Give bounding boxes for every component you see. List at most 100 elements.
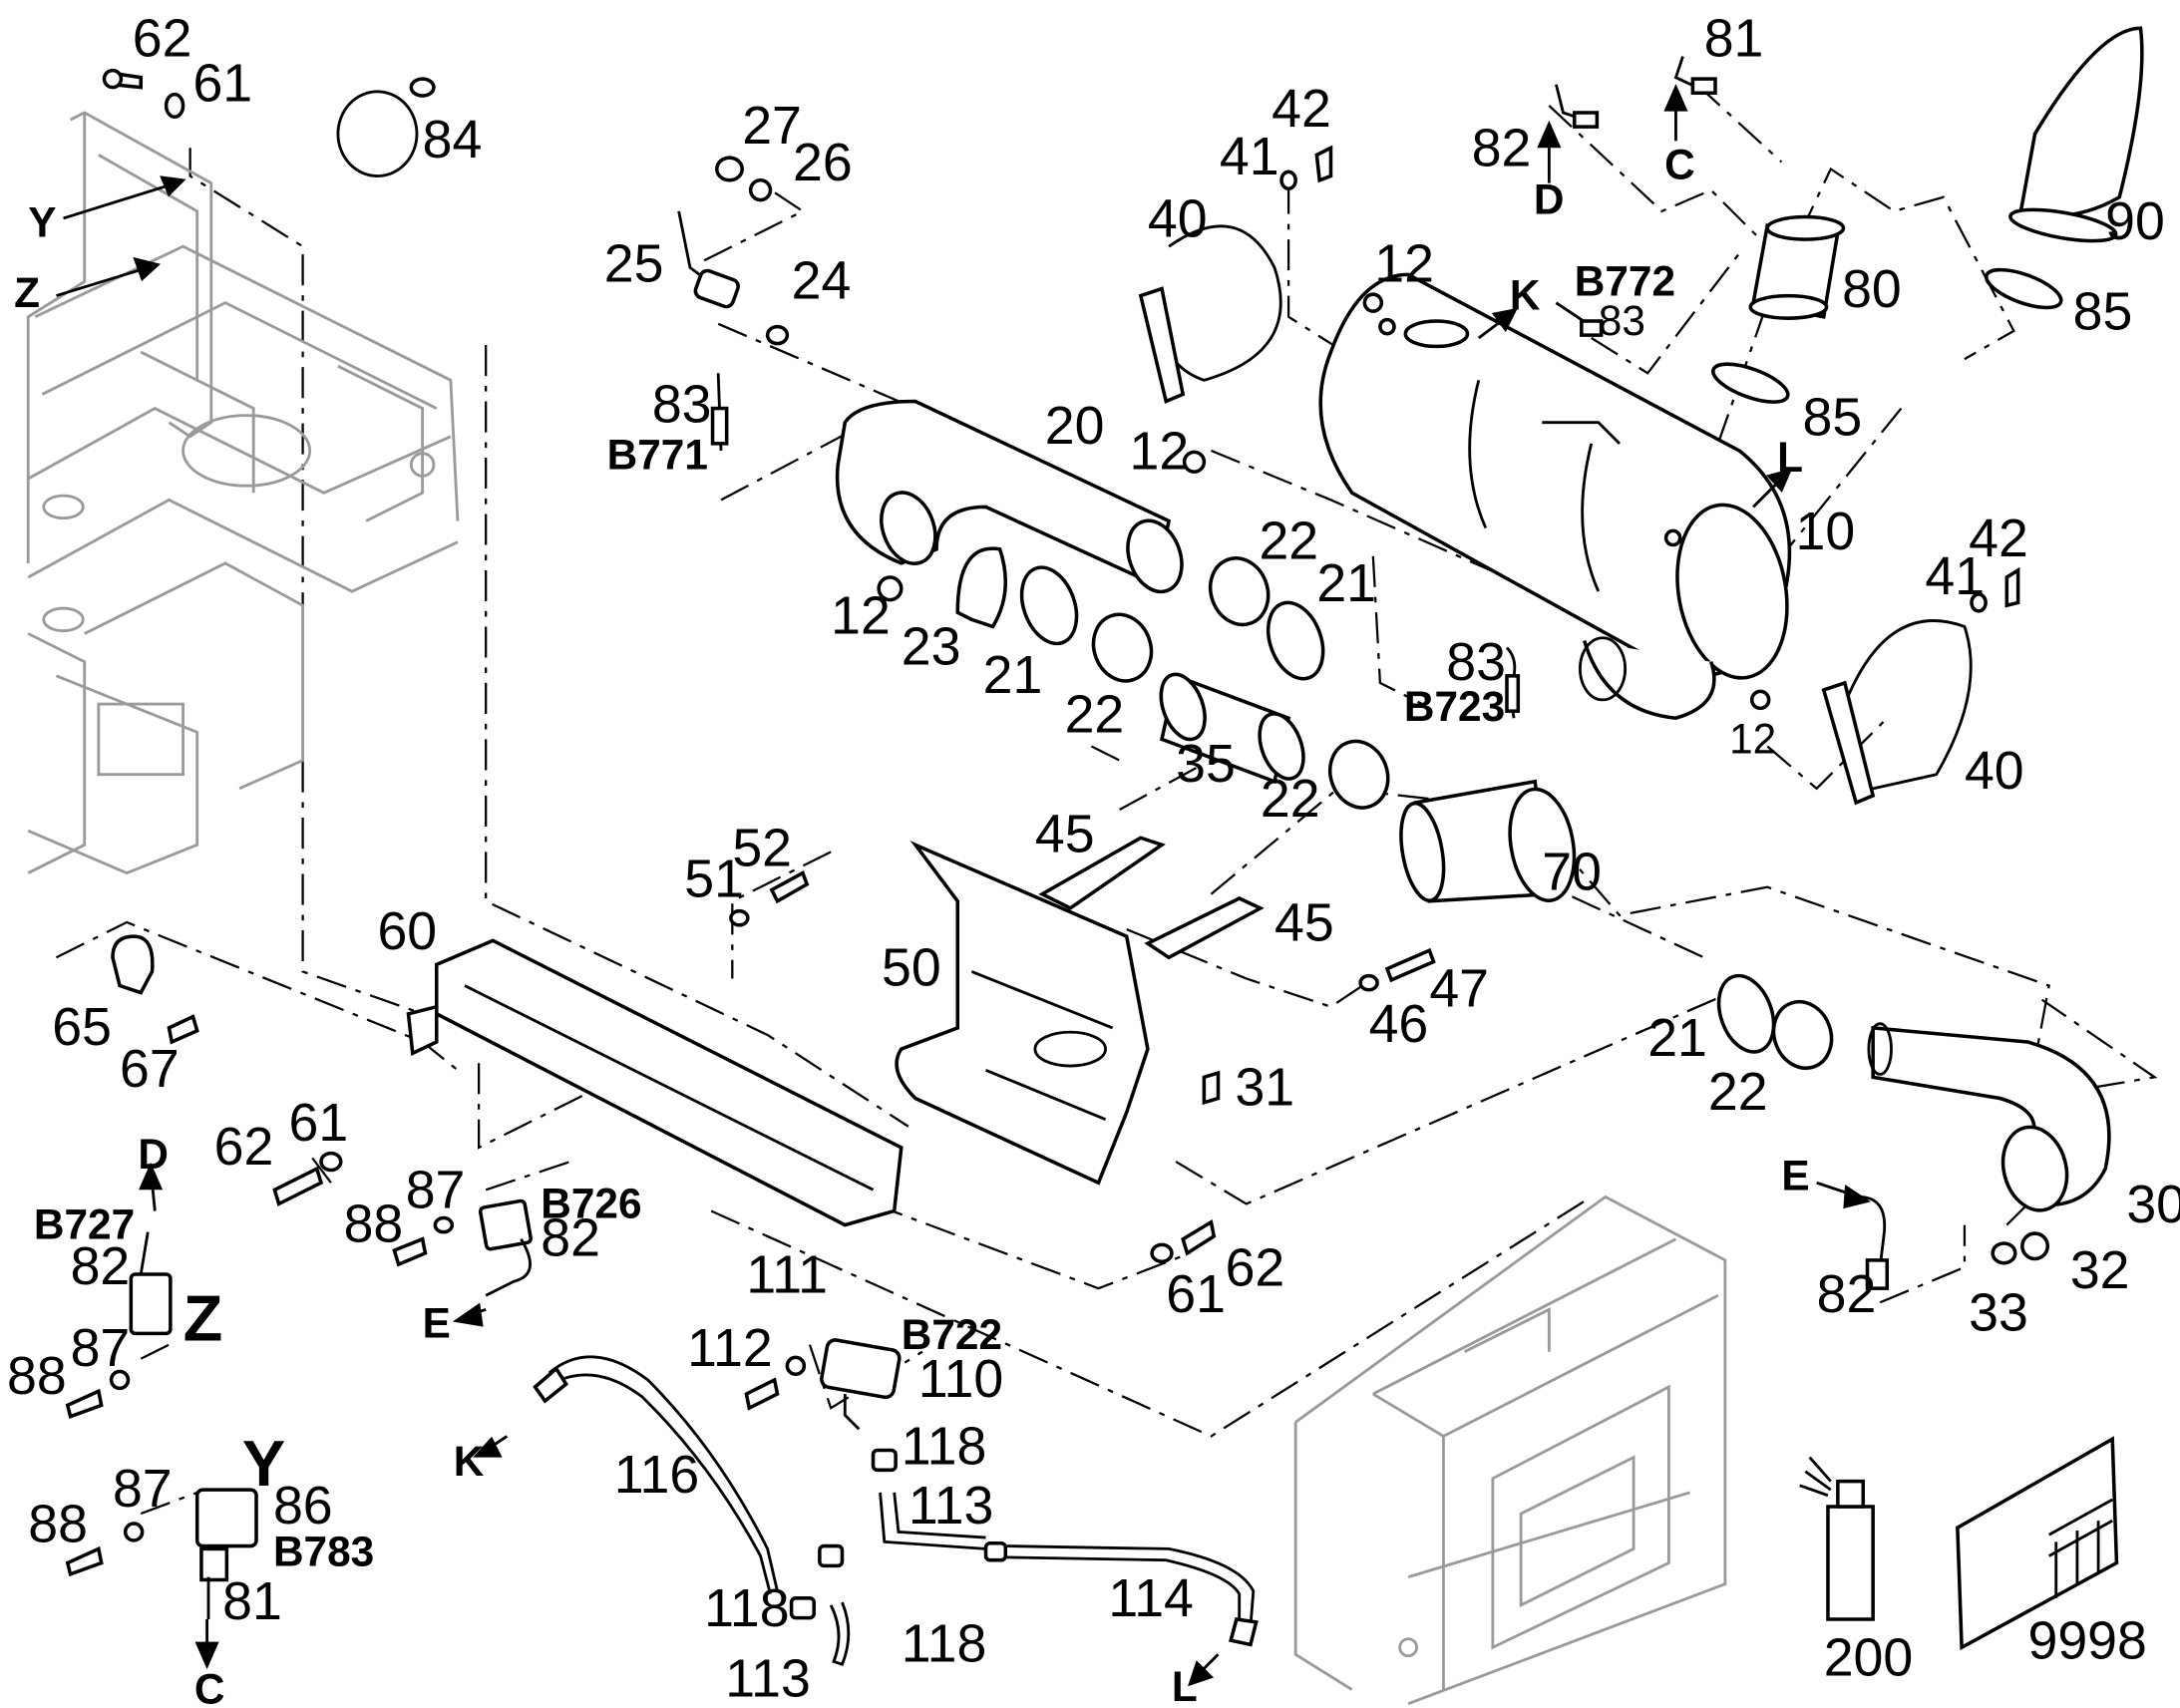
machine-rear-frame-illustration xyxy=(1293,1195,1727,1706)
callout-22: 22 xyxy=(1065,684,1125,744)
callout-22: 22 xyxy=(1261,769,1320,829)
callout-E: E xyxy=(1781,1152,1809,1198)
catalyst-70 xyxy=(1399,779,1577,903)
callout-24: 24 xyxy=(792,250,852,310)
callout-D: D xyxy=(1534,176,1565,223)
callout-31: 31 xyxy=(1235,1058,1294,1118)
callout-113: 113 xyxy=(725,1649,811,1708)
callout-25: 25 xyxy=(604,233,664,293)
callout-12: 12 xyxy=(831,585,891,645)
callout-26: 26 xyxy=(793,133,853,192)
callout-12: 12 xyxy=(1374,233,1434,293)
callout-9998: 9998 xyxy=(2027,1611,2146,1671)
callout-21: 21 xyxy=(1316,553,1376,613)
callout-27: 27 xyxy=(742,96,802,156)
callout-B722: B722 xyxy=(902,1311,1002,1358)
callout-32: 32 xyxy=(2070,1240,2130,1300)
callout-86: 86 xyxy=(273,1476,333,1536)
callout-62: 62 xyxy=(1226,1237,1285,1297)
elbow-pipe-20 xyxy=(835,399,1184,602)
gaskets-and-clamps xyxy=(1019,556,1834,1071)
callout-52: 52 xyxy=(732,819,792,878)
callout-Y: Y xyxy=(28,198,56,245)
callout-40: 40 xyxy=(1148,188,1208,248)
callout-85: 85 xyxy=(2073,281,2133,341)
support-45 xyxy=(1038,836,1265,960)
callout-40: 40 xyxy=(1965,741,2024,801)
callout-B783: B783 xyxy=(273,1528,374,1574)
sleeve-80 xyxy=(1748,214,1846,320)
callout-42: 42 xyxy=(1969,509,2028,568)
callout-C: C xyxy=(1664,141,1695,187)
callout-12: 12 xyxy=(1130,421,1190,481)
callout-85: 85 xyxy=(1803,387,1863,447)
callout-45: 45 xyxy=(1274,892,1334,952)
tailpipe-90 xyxy=(2008,26,2144,243)
callout-21: 21 xyxy=(983,645,1043,705)
callout-118: 118 xyxy=(902,1613,987,1673)
callout-84: 84 xyxy=(423,110,483,170)
callout-23: 23 xyxy=(902,617,961,677)
callout-200: 200 xyxy=(1824,1627,1914,1687)
callout-87: 87 xyxy=(113,1459,173,1519)
callout-81: 81 xyxy=(1704,9,1764,69)
strap-40-lower xyxy=(1821,619,1973,806)
callout-35: 35 xyxy=(1176,734,1236,794)
callout-Z: Z xyxy=(14,269,40,316)
hardware-bolts-nuts-washers xyxy=(65,68,2050,1577)
callout-22: 22 xyxy=(1708,1062,1768,1122)
callout-118: 118 xyxy=(704,1578,790,1638)
callout-B723: B723 xyxy=(1404,683,1505,730)
callout-83: 83 xyxy=(652,375,712,435)
spray-bottle-200 xyxy=(1799,1456,1875,1621)
callout-111: 111 xyxy=(746,1244,828,1304)
callout-Y: Y xyxy=(242,1427,285,1500)
connection-arrows xyxy=(56,84,1871,1687)
callout-82: 82 xyxy=(1817,1264,1877,1324)
crossmember-60 xyxy=(406,938,904,1227)
callout-E: E xyxy=(423,1300,451,1347)
callout-82: 82 xyxy=(541,1208,600,1268)
muffler-10 xyxy=(1318,272,1792,721)
callout-12: 12 xyxy=(1729,716,1776,763)
sensors-and-modules xyxy=(129,56,1890,1620)
callout-D: D xyxy=(138,1131,169,1178)
pipe-35 xyxy=(1159,672,1305,785)
callout-62: 62 xyxy=(133,9,192,69)
callout-42: 42 xyxy=(1272,79,1331,139)
callout-B727: B727 xyxy=(34,1201,135,1248)
callout-112: 112 xyxy=(687,1318,773,1378)
callout-33: 33 xyxy=(1969,1283,2028,1343)
callout-118: 118 xyxy=(902,1417,987,1477)
callout-83: 83 xyxy=(1599,297,1645,344)
callout-110: 110 xyxy=(918,1349,1004,1409)
callout-90: 90 xyxy=(2105,191,2165,251)
callout-116: 116 xyxy=(614,1445,700,1505)
callout-47: 47 xyxy=(1429,959,1489,1019)
callout-61: 61 xyxy=(192,54,252,114)
callout-L: L xyxy=(1172,1663,1198,1708)
callout-50: 50 xyxy=(882,938,941,998)
bracket-23 xyxy=(955,546,1008,629)
callout-61: 61 xyxy=(288,1093,348,1153)
bracket-50 xyxy=(895,841,1150,1186)
callout-62: 62 xyxy=(214,1117,274,1177)
chassis-frame-illustration xyxy=(26,111,460,875)
callout-46: 46 xyxy=(1369,994,1429,1054)
callout-60: 60 xyxy=(377,901,437,961)
callout-41: 41 xyxy=(1220,127,1279,186)
manual-9998 xyxy=(1956,1436,2119,1651)
clamp-85 xyxy=(1711,267,2063,404)
callout-10: 10 xyxy=(1795,502,1855,561)
callout-82: 82 xyxy=(71,1236,131,1296)
callout-21: 21 xyxy=(1647,1008,1707,1068)
callout-70: 70 xyxy=(1542,843,1602,902)
hoses-and-connectors xyxy=(533,1355,1259,1666)
callout-K: K xyxy=(454,1438,485,1485)
callout-82: 82 xyxy=(1472,119,1532,178)
callout-87: 87 xyxy=(71,1318,131,1378)
callout-65: 65 xyxy=(52,997,112,1057)
strap-40-upper xyxy=(1138,224,1282,404)
callout-B726: B726 xyxy=(541,1181,641,1227)
